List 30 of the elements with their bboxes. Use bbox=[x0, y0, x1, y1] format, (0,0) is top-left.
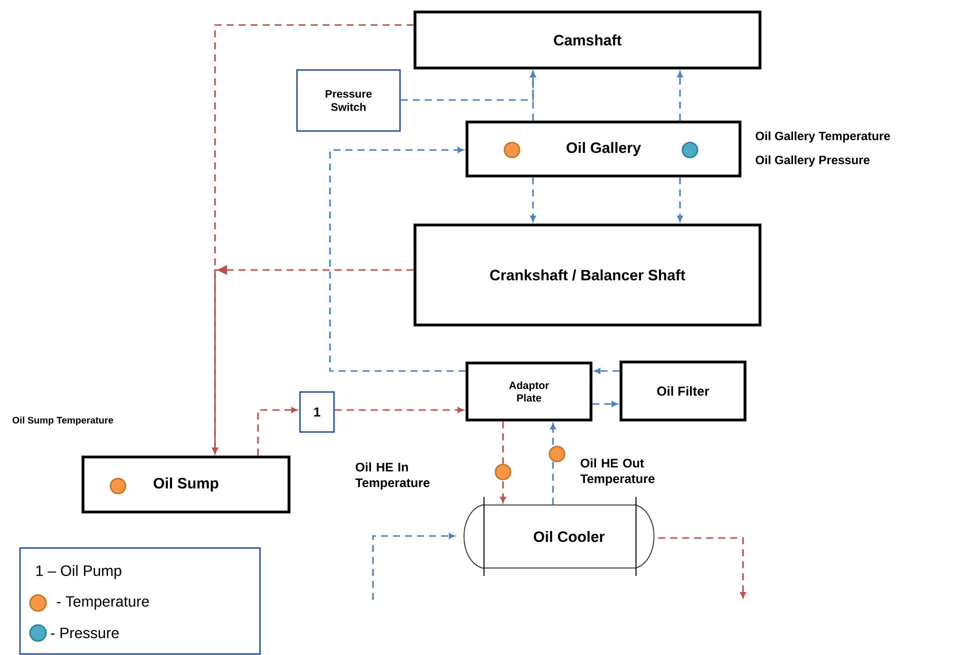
legend-text: - Temperature bbox=[56, 596, 149, 610]
sensor-label: Oil HE Out Temperature bbox=[580, 458, 655, 486]
process-box: Oil Gallery bbox=[466, 120, 742, 178]
arrow bbox=[592, 401, 618, 407]
arrow bbox=[212, 265, 414, 454]
process-box: Crankshaft / Balancer Shaft bbox=[414, 224, 762, 326]
arrow bbox=[550, 423, 556, 505]
arrow bbox=[677, 71, 683, 121]
process-box: Oil Filter bbox=[620, 360, 746, 422]
arrow bbox=[334, 407, 464, 413]
arrow bbox=[594, 368, 620, 374]
arrow bbox=[530, 71, 536, 121]
arrow bbox=[500, 421, 506, 503]
process-box: Camshaft bbox=[414, 10, 762, 70]
arrow bbox=[530, 177, 536, 222]
arrow bbox=[372, 533, 455, 600]
sensor-label: Oil Sump Temperature bbox=[12, 416, 114, 426]
arrow bbox=[658, 537, 746, 598]
component-box: 1 bbox=[299, 391, 335, 433]
arrow bbox=[329, 147, 466, 372]
arrow bbox=[677, 177, 683, 222]
sensor-label: Oil Gallery Pressure bbox=[756, 155, 870, 167]
process-box: Oil Sump bbox=[82, 456, 290, 514]
sensor-label: Oil Gallery Temperature bbox=[756, 131, 890, 143]
component-box: Pressure Switch bbox=[296, 69, 401, 132]
legend-text: - Pressure bbox=[50, 628, 119, 638]
process-box: Adaptor Plate bbox=[466, 362, 592, 422]
arrow bbox=[257, 407, 298, 456]
legend-text: 1 – Oil Pump bbox=[36, 565, 122, 579]
sensor-label: Oil HE In Temperature bbox=[355, 462, 430, 490]
